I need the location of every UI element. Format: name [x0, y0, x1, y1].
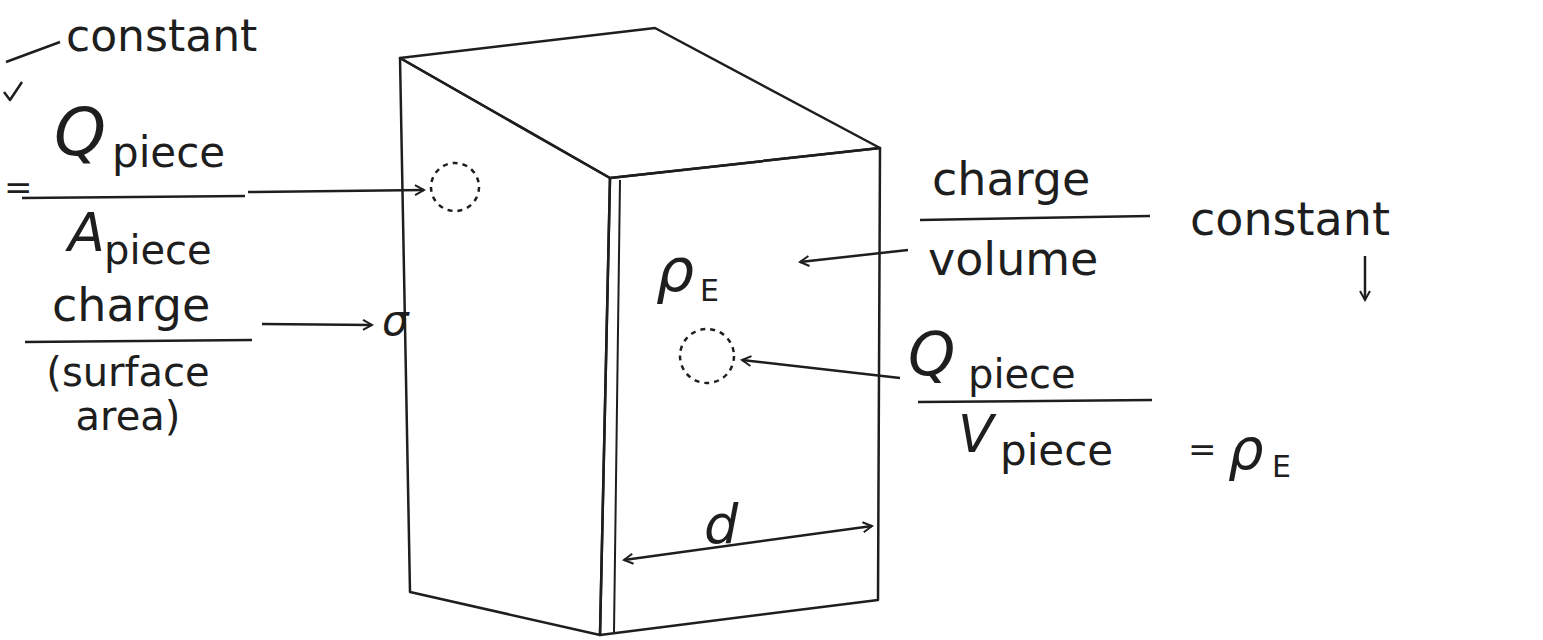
- symbol-label: Q: [908, 324, 955, 384]
- arrow: [262, 324, 372, 325]
- fraction-bar: [918, 400, 1152, 402]
- note-label: constant: [66, 14, 257, 58]
- note-label: (surface area): [28, 350, 228, 438]
- note-label: constant: [1190, 196, 1390, 242]
- symbol-label: V: [958, 408, 994, 460]
- check-mark: [4, 82, 22, 100]
- slab-edge: [614, 180, 620, 632]
- subscript-label: piece: [112, 132, 225, 174]
- dimension-label: d: [704, 498, 738, 552]
- symbol-label: A: [68, 206, 105, 260]
- slab-left: [400, 58, 610, 635]
- fraction-bar: [22, 196, 245, 198]
- arrow: [742, 360, 900, 378]
- subscript-label: piece: [1000, 430, 1113, 472]
- arrow: [1364, 256, 1367, 300]
- fraction-bar: [920, 216, 1150, 220]
- equals-sign: =: [1188, 432, 1217, 466]
- volume-piece: [680, 329, 734, 383]
- subscript-label: piece: [104, 230, 212, 270]
- equals-sign: =: [4, 170, 33, 204]
- arrow: [800, 250, 908, 262]
- arrow: [248, 190, 424, 192]
- symbol-label: σ: [382, 300, 409, 342]
- symbol-label: Q: [54, 100, 106, 166]
- surface-piece: [431, 163, 479, 211]
- leader-line: [6, 42, 60, 62]
- note-label: charge: [52, 282, 210, 328]
- fraction-bar: [25, 340, 252, 342]
- subscript-label: E: [1272, 452, 1291, 482]
- subscript-label: E: [700, 276, 719, 306]
- dimension-arrow: [624, 526, 872, 560]
- symbol-label: ρ: [1228, 422, 1264, 478]
- note-label: charge: [932, 156, 1090, 202]
- symbol-label: ρ: [656, 240, 694, 300]
- subscript-label: piece: [968, 354, 1076, 394]
- note-label: volume: [928, 236, 1098, 282]
- slab-front: [600, 148, 880, 635]
